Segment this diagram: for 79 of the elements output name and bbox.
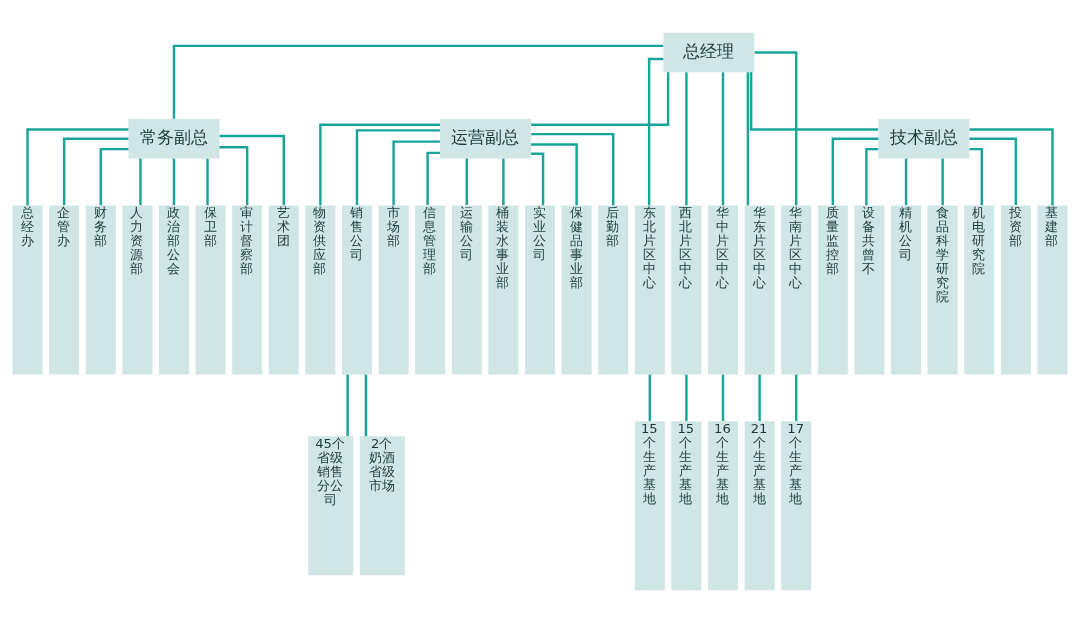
connector [319,123,440,205]
node-box: 17个生产基地 [781,420,812,590]
connector [346,374,349,436]
node-box: 物资供应部 [305,204,336,374]
connector [648,374,652,421]
connector [172,44,664,119]
connector [206,158,209,205]
connector [749,71,879,131]
connector [465,158,468,205]
connector [139,158,142,205]
node-box: 人力资源部 [122,204,153,374]
node-box: 东北片区中心 [634,204,665,374]
connector [99,147,129,205]
node-box: 总经办 [12,204,43,374]
node-box: 财务部 [85,204,116,374]
node-box: 华南片区中心 [781,204,812,374]
connector [685,374,688,421]
node-box: 15个生产基地 [634,420,665,590]
connector [502,158,505,205]
connector [219,145,249,205]
connector [941,158,944,205]
node-box: 2个奶酒省级市场 [359,435,405,575]
node-box: 华中片区中心 [708,204,739,374]
connector [531,71,670,126]
connector [758,374,761,421]
node-box: 常务副总 [128,118,220,158]
connector [426,151,440,205]
node-box: 45个省级销售分公司 [308,435,354,575]
node-box: 总经理 [663,32,755,72]
connector [969,147,984,205]
node-box: 西北片区中心 [671,204,702,374]
connector [647,57,664,205]
node-box: 食品科学研究院 [927,204,958,374]
node-box: 基建部 [1037,204,1068,374]
node-box: 机电研究院 [964,204,995,374]
connector [831,137,879,205]
connector [219,134,285,205]
connector [685,71,688,205]
connector [746,71,750,205]
node-box: 设备共曾不 [854,204,885,374]
node-box: 企管办 [49,204,80,374]
node-box: 政治部公会 [158,204,189,374]
node-box: 运输公司 [451,204,482,374]
node-box: 运营副总 [440,118,532,158]
node-box: 审计督察部 [232,204,263,374]
node-box: 21个生产基地 [744,420,775,590]
node-box: 华东片区中心 [744,204,775,374]
connector [531,142,578,205]
node-box: 保健品事业部 [561,204,592,374]
connector [172,158,176,205]
connector [364,374,368,436]
connector [969,137,1018,205]
connector [355,128,440,205]
node-box: 销售公司 [341,204,372,374]
connector [531,132,615,205]
node-box: 艺术团 [268,204,299,374]
node-box: 实业公司 [525,204,555,374]
connector [969,127,1054,205]
node-box: 质量监控部 [817,204,848,374]
node-box: 投资部 [1000,204,1031,374]
connector [865,147,879,205]
node-box: 后勤部 [598,204,629,374]
node-box: 15个生产基地 [671,420,702,590]
connector [531,152,545,205]
connector [26,127,129,205]
connector [754,50,798,205]
node-box: 精机公司 [891,204,922,374]
connector [721,374,725,421]
connector [904,158,908,205]
connector [62,137,129,205]
node-box: 市场部 [378,204,409,374]
node-box: 桶装水事业部 [488,204,519,374]
node-box: 技术副总 [878,118,970,158]
connector [392,139,440,205]
connector [795,374,798,421]
node-box: 信息管理部 [415,204,446,374]
node-box: 16个生产基地 [708,420,739,590]
node-box: 保卫部 [195,204,226,374]
connector [721,71,725,205]
